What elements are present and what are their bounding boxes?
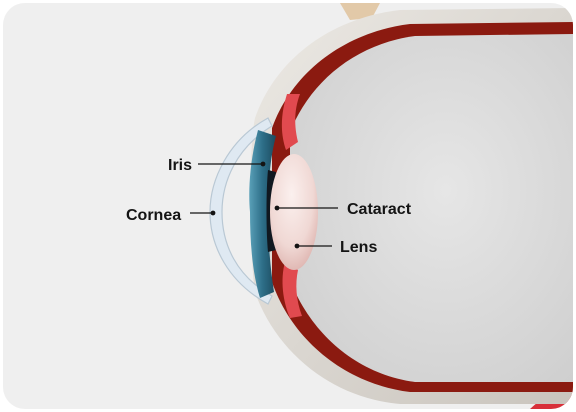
lens-dot	[295, 244, 300, 249]
lens-shape	[270, 154, 318, 270]
eye-illustration	[3, 3, 573, 409]
cataract-dot	[275, 206, 280, 211]
cataract-label: Cataract	[347, 202, 411, 218]
diagram-card: Iris Cornea Cataract Lens	[3, 3, 573, 409]
iris-label: Iris	[168, 158, 192, 174]
lens-label: Lens	[340, 240, 377, 256]
iris-dot	[261, 162, 266, 167]
cornea-label: Cornea	[126, 208, 181, 224]
cornea-dot	[211, 211, 216, 216]
